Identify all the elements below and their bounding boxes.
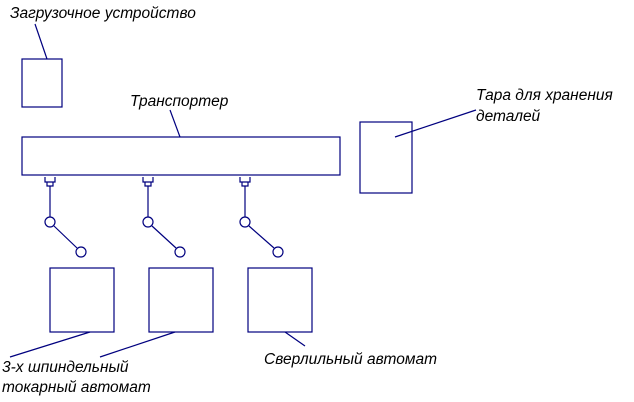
manipulator-2-joint-lower: [174, 246, 186, 258]
loader-box: [21, 58, 63, 108]
storage-leader-line: [394, 109, 477, 138]
drill-leader-line: [284, 331, 306, 347]
manipulator-3-gripper: [239, 177, 251, 187]
manipulator-1-arm: [53, 225, 78, 249]
manipulator-3-joint-lower: [272, 246, 284, 258]
lathe-leader-line-2: [99, 331, 176, 358]
lathe-machine-1: [49, 267, 115, 333]
conveyor-leader-line: [169, 109, 181, 138]
storage-box: [359, 121, 413, 194]
storage-label-line1: Тара для хранения: [476, 87, 613, 104]
conveyor-box: [21, 136, 341, 176]
manipulator-2-gripper: [142, 177, 154, 187]
manipulator-3: [239, 177, 284, 258]
manipulator-1: [44, 177, 87, 258]
storage-label-line2: деталей: [476, 108, 541, 125]
lathe-label-line2: токарный автомат: [2, 379, 151, 396]
manipulator-2-joint-upper: [142, 216, 154, 228]
lathe-leader-line-1: [9, 331, 91, 358]
conveyor-label: Транспортер: [130, 93, 229, 110]
manipulator-2-arm: [151, 225, 177, 249]
manipulator-1-gripper: [44, 177, 56, 187]
drill-label: Сверлильный автомат: [264, 351, 437, 368]
manipulator-1-joint-lower: [75, 246, 87, 258]
lathe-label-line1: 3-х шпиндельный: [2, 359, 129, 376]
manipulator-2: [142, 177, 186, 258]
drill-machine: [247, 267, 313, 333]
manipulator-1-joint-upper: [44, 216, 56, 228]
loader-leader-line: [34, 23, 48, 60]
lathe-machine-2: [148, 267, 214, 333]
manipulator-3-joint-upper: [239, 216, 251, 228]
manipulator-3-arm: [248, 225, 275, 249]
loader-label: Загрузочное устройство: [10, 5, 196, 22]
